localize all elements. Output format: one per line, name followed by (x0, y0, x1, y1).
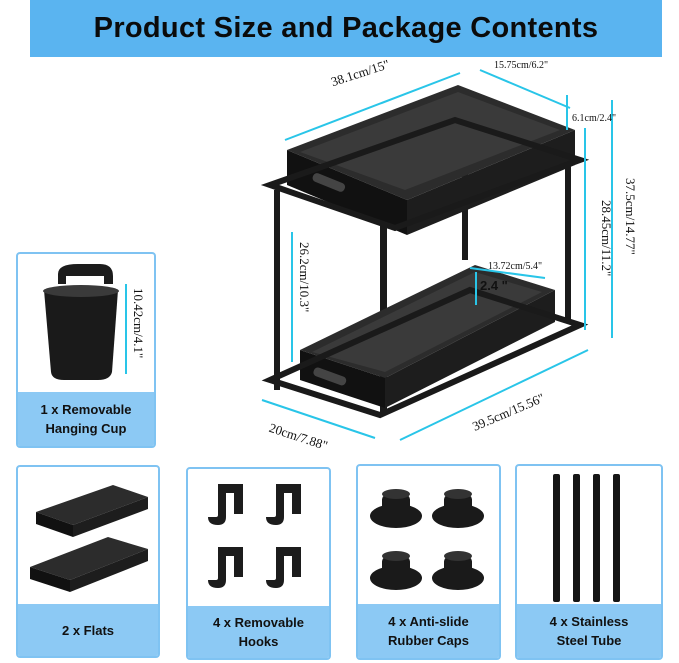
label-line-1: 4 x Stainless (549, 614, 629, 629)
card-hanging-cup: 10.42cm/4.1" 1 x Removable Hanging Cup (16, 252, 156, 448)
card-hooks-label: 4 x Removable Hooks (188, 606, 329, 658)
card-steel-tubes: 4 x Stainless Steel Tube (515, 464, 663, 660)
dim-top-depth: 6.1cm/2.4" (572, 113, 617, 124)
steel-tubes-image (553, 474, 620, 602)
hooks-image (208, 484, 301, 588)
label-line-1: 1 x Removable (40, 402, 132, 417)
flats-image (30, 485, 148, 592)
lower-tray (261, 265, 589, 419)
card-steel-tubes-label: 4 x Stainless Steel Tube (517, 604, 661, 658)
label-line-2: Hooks (238, 634, 279, 649)
dim-tier-gap: 26.2cm/10.3" (297, 242, 312, 313)
label-line-1: 2 x Flats (61, 622, 115, 638)
dim-cup-height: 10.42cm/4.1" (131, 288, 146, 359)
hanging-cup-image (43, 264, 127, 380)
rubber-caps-image (370, 489, 484, 590)
label-line-2: Steel Tube (556, 633, 622, 648)
card-hanging-cup-label: 1 x Removable Hanging Cup (18, 392, 154, 446)
title-banner: Product Size and Package Contents (30, 0, 662, 57)
dim-total-height: 37.5cm/14.77" (623, 178, 638, 255)
card-hooks: 4 x Removable Hooks (186, 467, 331, 660)
dim-top-width: 15.75cm/6.2" (494, 60, 549, 71)
card-flats-label: 2 x Flats (18, 604, 158, 656)
card-rubber-caps: 4 x Anti-slide Rubber Caps (356, 464, 501, 660)
dim-inner-height: 28.45cm/11.2" (599, 200, 614, 277)
upper-tray (260, 85, 590, 235)
page-title: Product Size and Package Contents (93, 12, 599, 44)
card-rubber-caps-label: 4 x Anti-slide Rubber Caps (358, 604, 499, 658)
label-line-2: Hanging Cup (45, 421, 127, 436)
card-flats: 2 x Flats (16, 465, 160, 658)
dim-bottom-inner-width: 13.72cm/5.4" (488, 261, 543, 272)
label-line-2: Rubber Caps (388, 633, 469, 648)
label-line-1: 4 x Anti-slide (388, 614, 469, 629)
dim-bottom-depth: 2.4 " (480, 278, 508, 293)
dimension-lines (261, 69, 613, 441)
label-line-1: 4 x Removable (212, 615, 305, 630)
